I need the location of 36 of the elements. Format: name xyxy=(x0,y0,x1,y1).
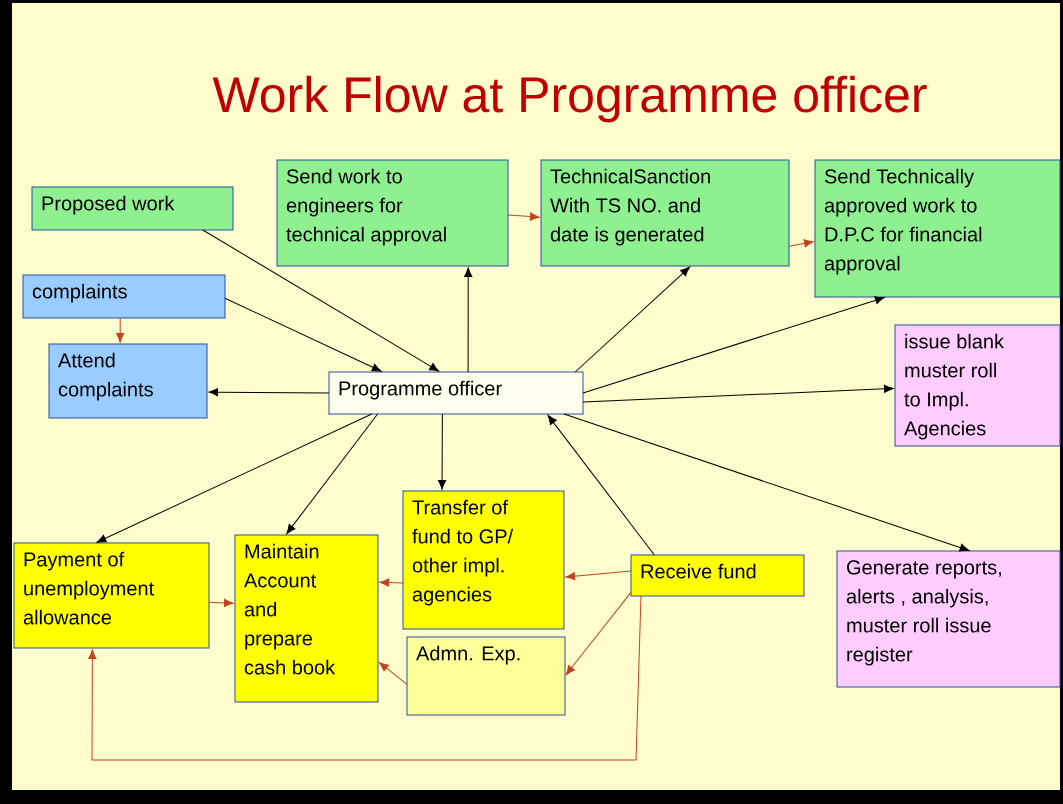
arrow xyxy=(202,229,440,372)
arrow xyxy=(574,266,690,373)
process-box: Send work to engineers for technical approval xyxy=(276,159,509,267)
process-box: Admn. Exp. xyxy=(406,636,566,716)
arrow xyxy=(582,296,885,394)
process-box: issue blank muster roll to Impl. Agencies xyxy=(894,324,1061,447)
process-box: Programme officer xyxy=(328,371,584,415)
process-box: TechnicalSanction With TS NO. and date is generated xyxy=(540,159,790,267)
arrow xyxy=(379,662,408,685)
arrow xyxy=(88,595,642,761)
process-box: complaints xyxy=(22,274,226,319)
process-box: Receive fund xyxy=(630,554,805,597)
title: Work Flow at Programme officer xyxy=(212,75,927,123)
arrow xyxy=(788,239,814,248)
arrow xyxy=(464,267,473,373)
arrow xyxy=(224,297,382,372)
process-box: Send Technically approved work to D.P.C for financial approval xyxy=(814,159,1061,298)
process-box: Attend complaints xyxy=(48,343,208,419)
process-box: Maintain Account and prepare cash book xyxy=(234,534,379,703)
arrow xyxy=(582,384,894,403)
arrow xyxy=(96,413,373,543)
arrow xyxy=(563,413,970,552)
arrow xyxy=(565,570,632,581)
process-box: Proposed work xyxy=(31,186,234,231)
arrow xyxy=(208,388,330,397)
arrow xyxy=(438,413,447,490)
process-box: Transfer of fund to GP/ other impl. agencies xyxy=(402,490,565,630)
arrow xyxy=(286,413,379,534)
process-box: Payment of unemployment allowance xyxy=(13,542,210,649)
arrow xyxy=(208,598,234,607)
arrow xyxy=(379,578,404,587)
arrow xyxy=(507,212,540,221)
arrow xyxy=(547,415,655,556)
arrow xyxy=(116,317,125,343)
process-box: Generate reports, alerts , analysis, muster roll issue register xyxy=(836,550,1061,688)
arrow xyxy=(565,591,632,675)
